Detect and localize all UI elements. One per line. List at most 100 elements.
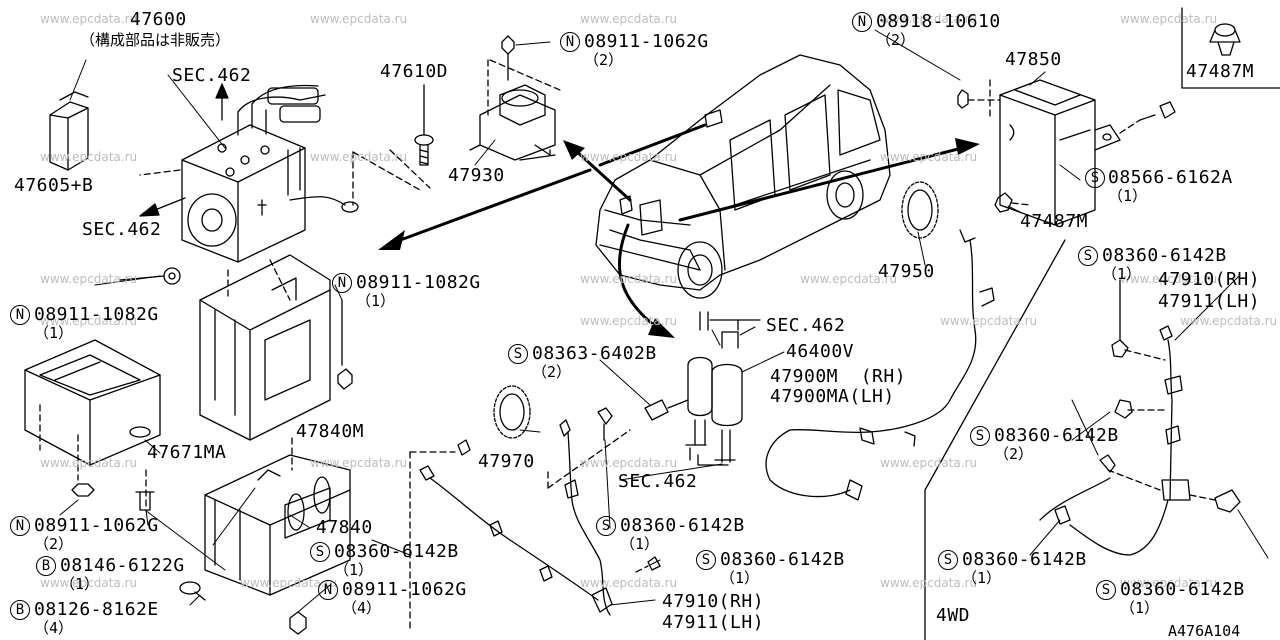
ref-label-sec462-top[interactable]: SEC.462 [172,65,252,86]
n-symbol: N [852,12,872,32]
part-label-47910rh-bottom[interactable]: 47910(RH) [662,591,765,612]
part-label-08126-8162e[interactable]: 08126-8162E [34,599,159,620]
clip-box-drawing [1182,8,1280,88]
part-label-47850[interactable]: 47850 [1005,49,1062,70]
part-label-08360-6142b-c[interactable]: 08360-6142B [334,541,459,562]
part-label-47487m[interactable]: 47487M [1020,211,1089,232]
part-label-47840m[interactable]: 47840M [296,421,365,442]
part-label-08360-6142b-g[interactable]: 08360-6142B [962,549,1087,570]
watermark: www.epcdata.ru [40,150,138,164]
ref-label-sec462-left[interactable]: SEC.462 [82,219,162,240]
qty-08566-6162a: （1） [1108,187,1148,205]
watermark: www.epcdata.ru [940,314,1038,328]
part-label-47605b[interactable]: 47605+B [14,175,94,196]
n-symbol: N [10,305,30,325]
watermark: www.epcdata.ru [40,314,138,328]
watermark: www.epcdata.ru [880,576,978,590]
qty-08360-6142b-g: （1） [962,569,1002,587]
part-label-47671ma[interactable]: 47671MA [147,442,227,463]
watermark: www.epcdata.ru [1180,314,1278,328]
watermark: www.epcdata.ru [880,12,978,26]
part-label-08363-6402b[interactable]: 08363-6402B [532,343,657,364]
connector-47605b-drawing [50,92,88,170]
part-label-08360-6142b-h[interactable]: 08360-6142B [1120,579,1245,600]
watermark: www.epcdata.ru [40,272,138,286]
part-label-08566-6162a[interactable]: 08566-6162A [1108,167,1233,188]
part-label-08146-6122g[interactable]: 08146-6122G [60,555,185,576]
part-label-08360-6142b-e[interactable]: 08360-6142B [720,549,845,570]
qty-08911-1062g-top: （2） [584,51,624,69]
qty-08363-6402b: （2） [532,363,572,381]
part-label-47911lh-bottom[interactable]: 47911(LH) [662,612,765,633]
part-label-47970[interactable]: 47970 [478,451,535,472]
watermark: www.epcdata.ru [40,12,138,26]
part-label-08911-1062g-b[interactable]: 08911-1062G [34,515,159,536]
part-label-47930[interactable]: 47930 [448,165,505,186]
connector-46400v-drawing [645,312,760,465]
watermark: www.epcdata.ru [800,272,898,286]
s-symbol: S [596,516,616,536]
watermark: www.epcdata.ru [40,456,138,470]
watermark: www.epcdata.ru [1120,576,1218,590]
part-label-08911-1062g-c[interactable]: 08911-1062G [342,579,467,600]
ref-label-sec462-mid[interactable]: SEC.462 [766,315,846,336]
s-symbol: S [508,344,528,364]
s-symbol: S [938,550,958,570]
qty-08360-6142b-c: （1） [334,561,374,579]
arrow-heads-drawing [378,138,980,338]
part-label-47840[interactable]: 47840 [316,517,373,538]
part-label-47487m-box[interactable]: 47487M [1186,61,1255,82]
qty-08146-6122g: （1） [60,575,100,593]
part-label-47600[interactable]: 47600 [130,9,187,30]
part-label-47911lh-right[interactable]: 47911(LH) [1158,291,1261,312]
bracket-47840m-drawing [200,255,330,470]
n-symbol: N [10,516,30,536]
part-note-47600: （構成部品は非販売） [80,31,231,49]
part-label-08360-6142b-d[interactable]: 08360-6142B [620,515,745,536]
qty-08918-10610: （2） [876,31,916,49]
s-symbol: S [970,426,990,446]
part-label-08911-1082g-left[interactable]: 08911-1082G [34,304,159,325]
sensor-rotor-47970-drawing [494,386,530,438]
qty-08126-8162e: （4） [34,619,74,637]
part-label-08911-1082g-mid[interactable]: 08911-1082G [356,272,481,293]
watermark: www.epcdata.ru [1120,12,1218,26]
watermark: www.epcdata.ru [580,150,678,164]
part-label-47950[interactable]: 47950 [878,261,935,282]
part-label-46400v[interactable]: 46400V [786,341,855,362]
part-label-08918-10610[interactable]: 08918-10610 [876,11,1001,32]
watermark: www.epcdata.ru [40,576,138,590]
rear-harness-center-drawing [410,408,660,630]
n-symbol: N [332,273,352,293]
watermark: www.epcdata.ru [580,576,678,590]
watermark: www.epcdata.ru [310,456,408,470]
part-label-47910rh-right[interactable]: 47910(RH) [1158,269,1261,290]
part-label-08360-6142b-f[interactable]: 08360-6142B [994,425,1119,446]
part-label-08911-1062g-top[interactable]: 08911-1062G [584,31,709,52]
s-symbol: S [1096,580,1116,600]
s-symbol: S [696,550,716,570]
ref-label-sec462-bot[interactable]: SEC.462 [618,471,698,492]
watermark: www.epcdata.ru [580,456,678,470]
rear-4wd-drawing [925,240,1240,640]
n-symbol: N [560,32,580,52]
qty-08360-6142b-f: （2） [994,445,1034,463]
b-symbol: B [10,600,30,620]
bolt-47610d-drawing [390,85,433,188]
qty-08360-6142b-r1: （1） [1102,265,1142,283]
qty-08911-1062g-b: （2） [34,535,74,553]
part-label-47900m[interactable]: 47900M (RH) [770,366,907,387]
part-label-47610d[interactable]: 47610D [380,61,449,82]
leader-lines [60,30,1268,612]
part-label-08360-6142b-r1[interactable]: 08360-6142B [1102,245,1227,266]
location-arrows-drawing [395,125,962,330]
watermark: www.epcdata.ru [880,150,978,164]
section-label-4wd: 4WD [936,605,971,626]
s-symbol: S [1078,246,1098,266]
part-label-47900ma[interactable]: 47900MA(LH) [770,386,895,407]
cover-47671ma-drawing [25,340,160,510]
qty-08360-6142b-e: （1） [720,569,760,587]
watermark: www.epcdata.ru [1120,272,1218,286]
watermark: www.epcdata.ru [310,150,408,164]
